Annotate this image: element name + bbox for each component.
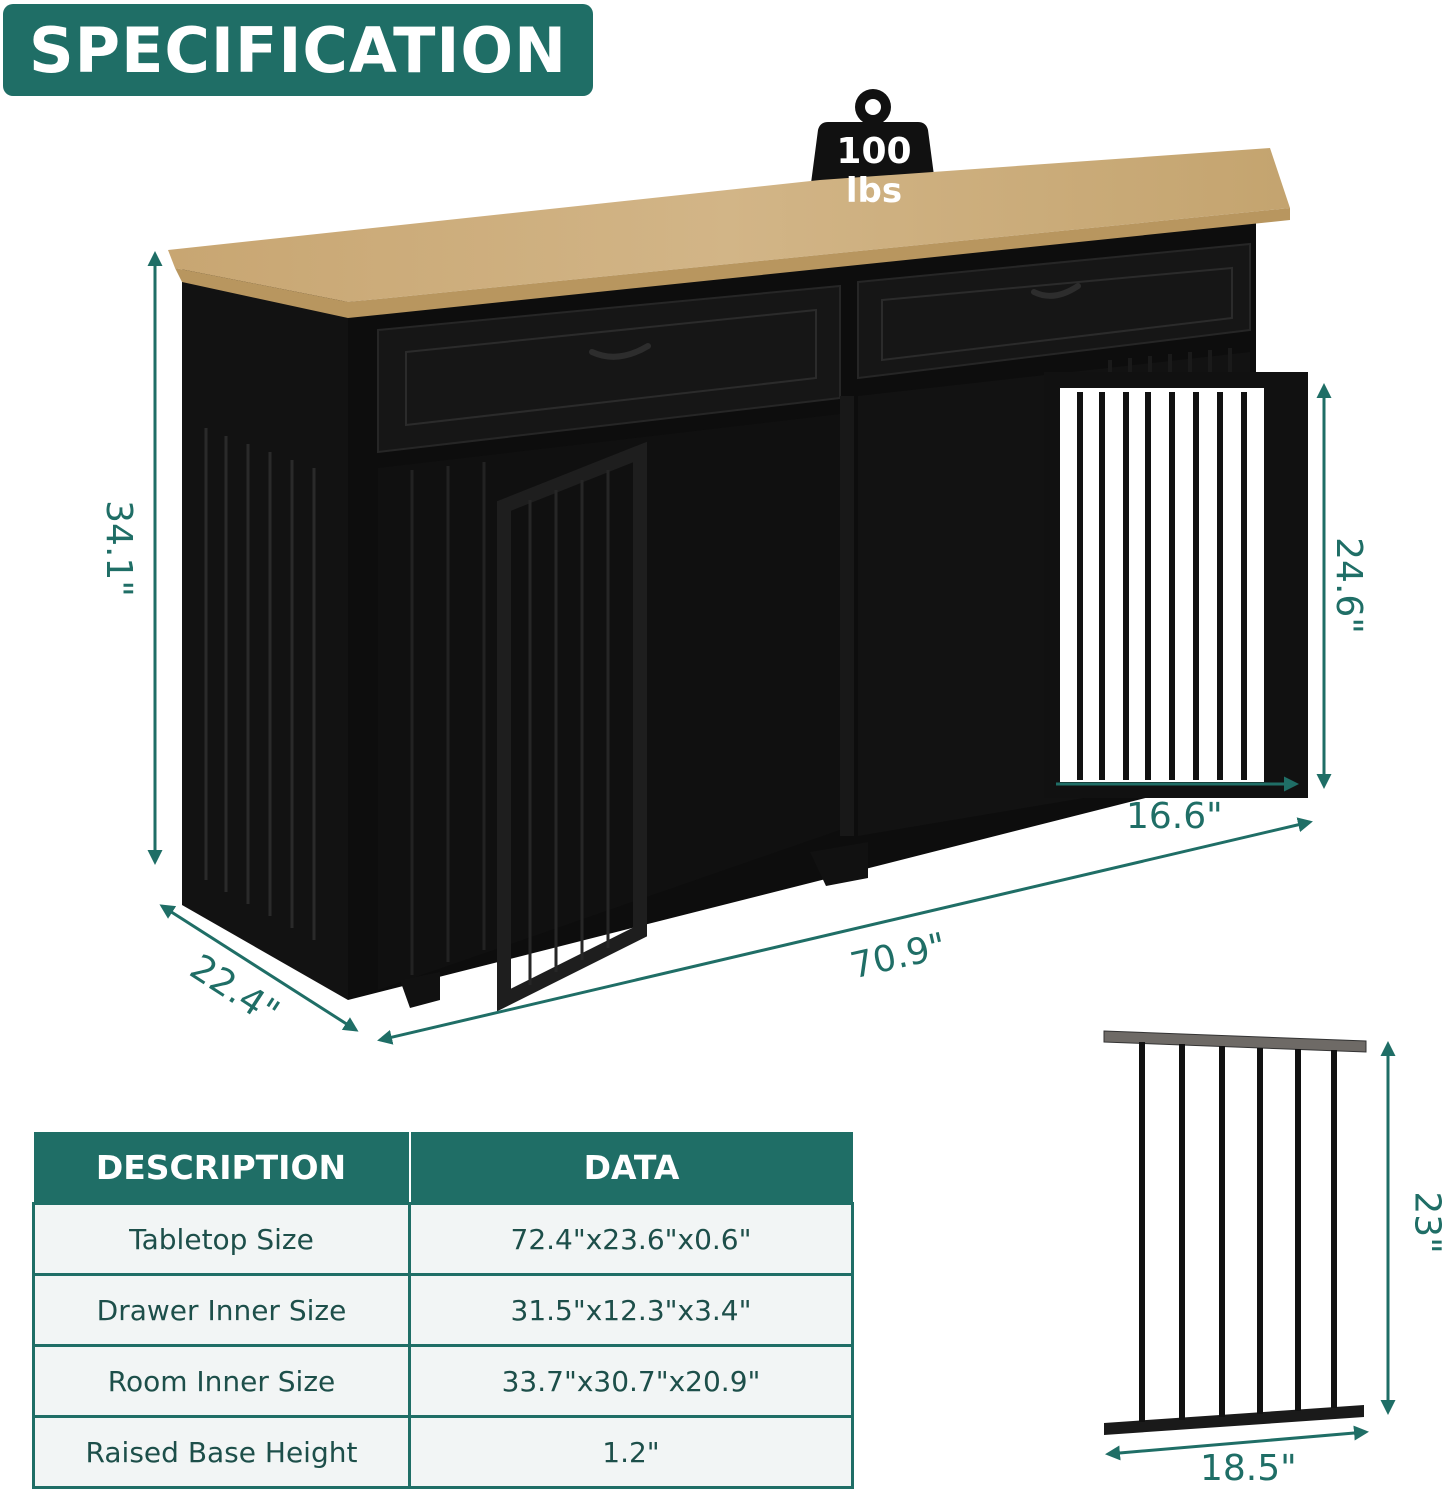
row-description: Raised Base Height	[32, 1415, 411, 1489]
weight-value: 100	[836, 131, 912, 172]
row-data: 31.5"x12.3"x3.4"	[408, 1273, 854, 1347]
column-header-description: DESCRIPTION	[33, 1132, 411, 1204]
divider-width-dimension-label: 18.5"	[1200, 1448, 1297, 1489]
table-row: Room Inner Size 33.7"x30.7"x20.9"	[32, 1344, 854, 1418]
column-header-data: DATA	[409, 1132, 853, 1204]
tabletop	[168, 148, 1290, 318]
row-data: 33.7"x30.7"x20.9"	[408, 1344, 854, 1418]
weight-unit: lbs	[845, 171, 903, 211]
row-description: Tabletop Size	[32, 1202, 411, 1276]
product-illustration	[147, 89, 1332, 1045]
divider-dimension-lines	[1105, 1041, 1396, 1461]
table-row: Drawer Inner Size 31.5"x12.3"x3.4"	[32, 1273, 854, 1347]
door-height-dimension-label: 24.6"	[1327, 537, 1369, 634]
divider-panel-illustration	[1103, 1030, 1396, 1461]
table-row: Raised Base Height 1.2"	[32, 1415, 854, 1489]
row-data: 72.4"x23.6"x0.6"	[408, 1202, 854, 1276]
cabinet-body	[182, 222, 1308, 1012]
spec-table-header: DESCRIPTION DATA	[33, 1132, 853, 1204]
table-row: Tabletop Size 72.4"x23.6"x0.6"	[32, 1202, 854, 1276]
dimension-lines	[147, 251, 1332, 1045]
height-dimension-label: 34.1"	[97, 500, 139, 597]
spec-table: DESCRIPTION DATA Tabletop Size 72.4"x23.…	[32, 1132, 854, 1489]
row-data: 1.2"	[408, 1415, 854, 1489]
row-description: Drawer Inner Size	[32, 1273, 411, 1347]
divider-height-dimension-label: 23"	[1406, 1191, 1445, 1254]
title-banner: SPECIFICATION	[3, 4, 593, 96]
door-width-dimension-label: 16.6"	[1126, 796, 1223, 837]
row-description: Room Inner Size	[32, 1344, 411, 1418]
page-title: SPECIFICATION	[28, 13, 568, 87]
divider-panel	[1103, 1030, 1367, 1435]
weight-capacity-badge: 100 lbs	[812, 123, 936, 215]
